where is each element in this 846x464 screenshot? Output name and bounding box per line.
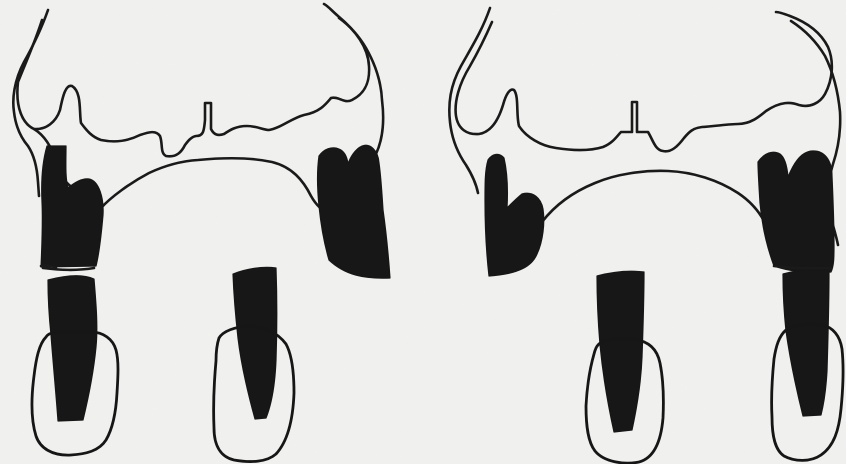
left-top-right-tooth (318, 145, 391, 278)
right-top-right-tooth (758, 151, 834, 272)
